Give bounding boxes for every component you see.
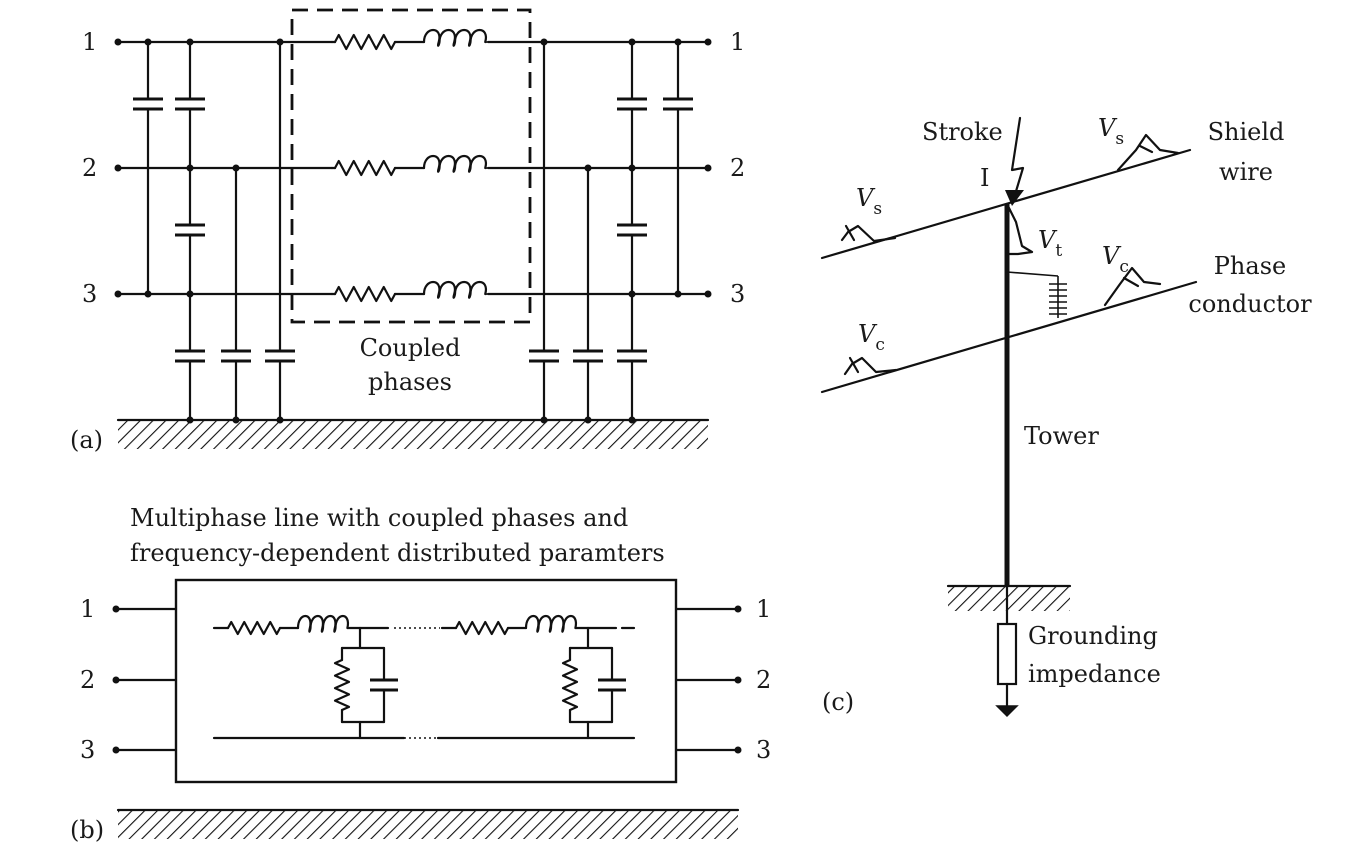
- shield-wire-label-1: Shield: [1208, 118, 1285, 146]
- current-label: I: [980, 164, 989, 192]
- panel-a-terminal-dots: [114, 38, 712, 298]
- panel-b-circuit: Multiphase line with coupled phases and …: [70, 504, 771, 844]
- panel-b-distributed-sections: [212, 614, 636, 740]
- panel-b-inductor-icon-2: [524, 614, 578, 633]
- resistor-icon-phase-3: [333, 285, 397, 303]
- stroke-label: Stroke: [922, 118, 1003, 146]
- panel-a-right-label-2: 2: [730, 154, 745, 182]
- tower-label: Tower: [1024, 422, 1099, 450]
- panel-a-right-label-3: 3: [730, 280, 745, 308]
- coupled-phases-caption-1: Coupled: [360, 334, 461, 362]
- panel-a-label: (a): [70, 426, 103, 454]
- lightning-stroke-icon: [1010, 116, 1025, 200]
- panel-b-resistor-icon-2: [454, 620, 510, 636]
- panel-a-left-label-1: 1: [82, 28, 97, 56]
- tower-ground-hatch: [948, 587, 1070, 611]
- panel-b-ground-hatch: [118, 811, 738, 839]
- grounding-impedance-resistor: [996, 622, 1018, 686]
- panel-c-tower: Stroke I Vs Vs Vt Vc Vc Shield wire Phas…: [820, 114, 1312, 718]
- stroke-arrow-icon: [1005, 190, 1024, 206]
- panel-b-left-label-1: 1: [80, 595, 95, 623]
- resistor-icon-phase-2: [333, 159, 397, 177]
- panel-b-shunt-resistor-icon-2: [561, 658, 579, 712]
- panel-a-left-label-3: 3: [82, 280, 97, 308]
- panel-a-right-label-1: 1: [730, 28, 745, 56]
- panel-b-inductor-icon-1: [296, 614, 350, 633]
- panel-b-title-1: Multiphase line with coupled phases and: [130, 504, 628, 532]
- grounding-impedance-label-1: Grounding: [1028, 622, 1158, 650]
- panel-b-right-label-3: 3: [756, 736, 771, 764]
- panel-b-right-label-2: 2: [756, 666, 771, 694]
- panel-c-label: (c): [822, 688, 854, 716]
- insulator-icon: [1006, 271, 1067, 318]
- panel-a-series-impedances: [330, 28, 488, 303]
- panel-b-resistor-icon-1: [226, 620, 282, 636]
- panel-a-left-label-2: 2: [82, 154, 97, 182]
- earth-ground-icon: [995, 705, 1019, 718]
- phase-conductor-label-1: Phase: [1214, 252, 1286, 280]
- panel-b-shunt-resistor-icon-1: [333, 658, 351, 712]
- panel-b-left-label-2: 2: [80, 666, 95, 694]
- panel-a-ground-hatch: [118, 421, 708, 449]
- panel-a-phase-lines: [116, 40, 710, 296]
- inductor-icon-phase-3: [422, 280, 488, 299]
- panel-a-capacitances: [133, 38, 693, 424]
- panel-b-right-label-1: 1: [756, 595, 771, 623]
- panel-b-label: (b): [70, 816, 104, 844]
- phase-conductor-label-2: conductor: [1188, 290, 1312, 318]
- panel-b-title-2: frequency-dependent distributed paramter…: [130, 539, 665, 567]
- coupled-phases-caption-2: phases: [368, 368, 452, 396]
- vc-left-label: Vc: [858, 320, 885, 355]
- panel-a-circuit: 1 2 3 1 2 3 Coupled phases: [70, 8, 745, 454]
- grounding-impedance-label-2: impedance: [1028, 660, 1161, 688]
- coupled-phases-box: [290, 8, 532, 324]
- vs-left-label: Vs: [856, 184, 882, 219]
- resistor-icon-phase-1: [333, 33, 397, 51]
- panel-b-left-label-3: 3: [80, 736, 95, 764]
- panel-b-terminals: [112, 605, 742, 754]
- vs-right-label: Vs: [1098, 114, 1124, 149]
- vc-right-label: Vc: [1102, 242, 1129, 277]
- inductor-icon-phase-1: [422, 28, 488, 47]
- inductor-icon-phase-2: [422, 154, 488, 173]
- surge-wave-shapes: [840, 133, 1180, 376]
- shield-wire-label-2: wire: [1219, 158, 1273, 186]
- vt-label: Vt: [1038, 226, 1062, 261]
